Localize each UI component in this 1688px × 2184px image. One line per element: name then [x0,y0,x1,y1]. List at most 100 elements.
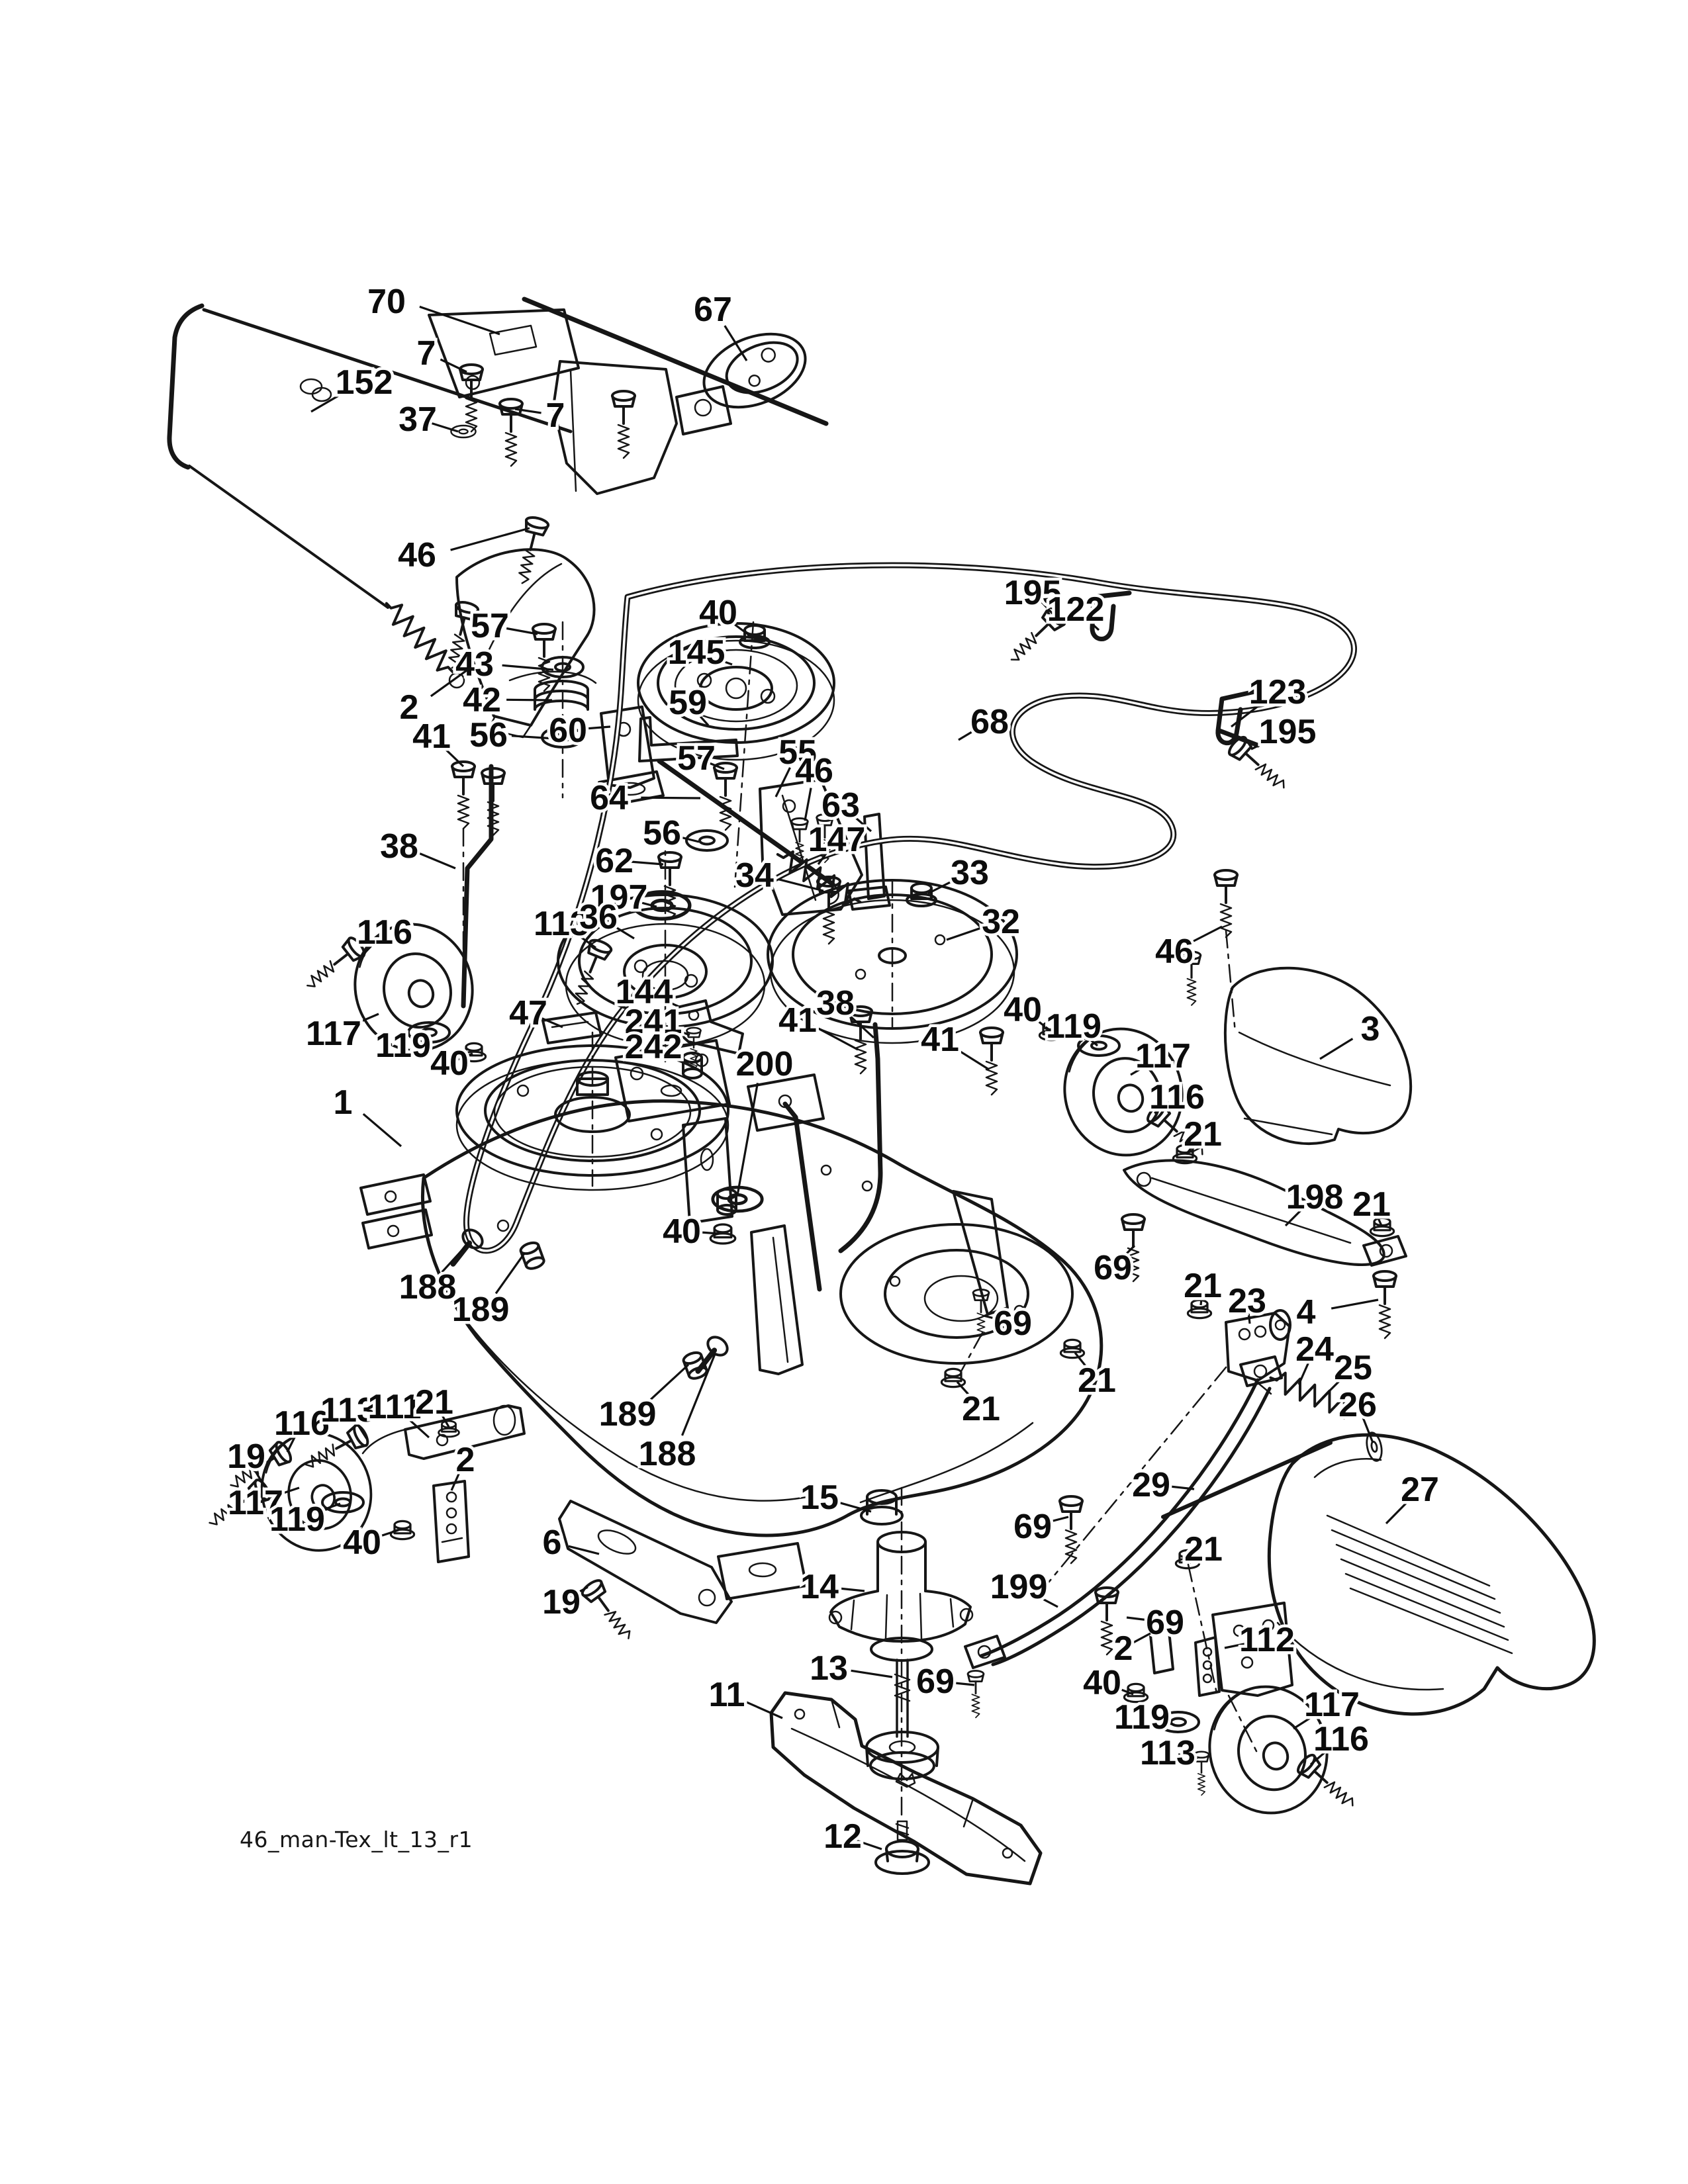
blade-11 [769,1691,1043,1886]
part-number-117: 117 [306,1015,361,1053]
deck-plate-bottom [717,1542,808,1600]
callout-leader [675,835,700,843]
callout-leader [818,1027,859,1051]
part-number-23: 23 [1228,1282,1266,1320]
callout-112: 112 [1224,1618,1297,1662]
callout-152: 152 [310,361,396,413]
callout-3: 3 [1319,1007,1383,1060]
callout-113: 113 [531,902,596,949]
callout-leader [949,1681,975,1686]
part-number-111: 111 [367,1388,421,1426]
callout-leader [641,796,701,799]
callout-43: 43 [453,643,554,687]
callout-leader [1132,1632,1151,1644]
callout-leader [957,1048,990,1071]
callout-147: 147 [805,818,868,865]
callout-leader [438,1410,450,1428]
part-number-34: 34 [735,856,774,895]
part-number-42: 42 [463,681,501,719]
callout-19: 19 [224,1435,268,1490]
callout-63: 63 [819,784,872,833]
callout-188: 188 [635,1353,716,1477]
callout-21: 21 [1182,1527,1226,1572]
callout-13: 13 [807,1647,893,1691]
callout-leader [1374,1211,1383,1228]
callout-leader [568,1545,600,1555]
callout-33: 33 [927,851,992,895]
part-number-46: 46 [795,752,833,790]
part-number-64: 64 [590,779,628,817]
callout-122: 122 [1044,588,1107,632]
part-number-37: 37 [399,400,437,439]
callout-12: 12 [821,1815,882,1859]
part-number-40: 40 [1004,991,1042,1029]
deflector-shield-2 [455,548,596,739]
callout-15: 15 [798,1476,872,1520]
callout-116: 116 [1309,1717,1372,1766]
callout-leader [1331,1298,1379,1310]
callout-19: 19 [539,1580,588,1625]
callout-leader [418,852,456,870]
idler-arm-hardware [508,670,665,807]
callout-leader [539,1017,563,1028]
callout-60: 60 [546,709,611,753]
callout-14: 14 [798,1565,865,1610]
callout-leader [851,1669,893,1678]
callout-leader [610,923,635,940]
part-number-40: 40 [663,1212,701,1251]
callout-leader [958,727,980,741]
callout-leader [440,358,467,373]
callout-116: 116 [1147,1075,1208,1120]
callout-24: 24 [1293,1328,1336,1385]
callout-leader [745,1701,783,1719]
callout-leader [270,1486,300,1498]
callout-leader [983,1314,1003,1322]
callout-62: 62 [592,839,664,884]
part-number-113: 113 [534,905,589,943]
callout-36: 36 [577,895,635,940]
callout-leader [856,1839,882,1850]
callout-145: 145 [665,631,733,675]
callout-leader [946,927,982,941]
part-number-69: 69 [1094,1249,1132,1287]
callout-38: 38 [814,981,875,1039]
part-number-241: 241 [625,1003,682,1041]
callout-leader [1031,1015,1050,1031]
callout-2: 2 [397,666,472,730]
part-number-68: 68 [970,703,1009,741]
ignition-key-67 [702,332,807,409]
callout-23: 23 [1225,1279,1269,1324]
callout-leader [1083,615,1100,631]
callout-leader [1199,1292,1203,1306]
callout-leader [353,1419,368,1439]
part-number-13: 13 [810,1649,848,1688]
callout-242: 242 [622,1025,689,1069]
callout-67: 67 [691,288,748,361]
part-number-56: 56 [469,716,508,754]
part-number-41: 41 [921,1021,959,1059]
part-number-188: 188 [639,1435,696,1473]
part-number-113: 113 [1140,1734,1196,1772]
callout-41: 41 [918,1018,990,1071]
center-axes [462,621,1259,1823]
callout-leader [728,619,750,637]
part-number-21: 21 [1352,1185,1391,1224]
part-number-11: 11 [709,1676,745,1714]
callout-leader [1250,737,1276,751]
callout-113: 113 [318,1388,379,1439]
part-number-33: 33 [951,854,989,892]
callout-leader [648,1363,690,1402]
callout-59: 59 [666,681,710,727]
callout-leader [927,878,956,895]
callout-34: 34 [733,854,824,898]
part-number-7: 7 [417,334,436,373]
part-number-21: 21 [1184,1530,1223,1569]
part-number-119: 119 [375,1026,431,1065]
callout-21: 21 [1074,1351,1119,1403]
callout-29: 29 [1129,1463,1195,1508]
callout-leader [1224,1641,1252,1649]
callout-leader [1045,1516,1069,1524]
